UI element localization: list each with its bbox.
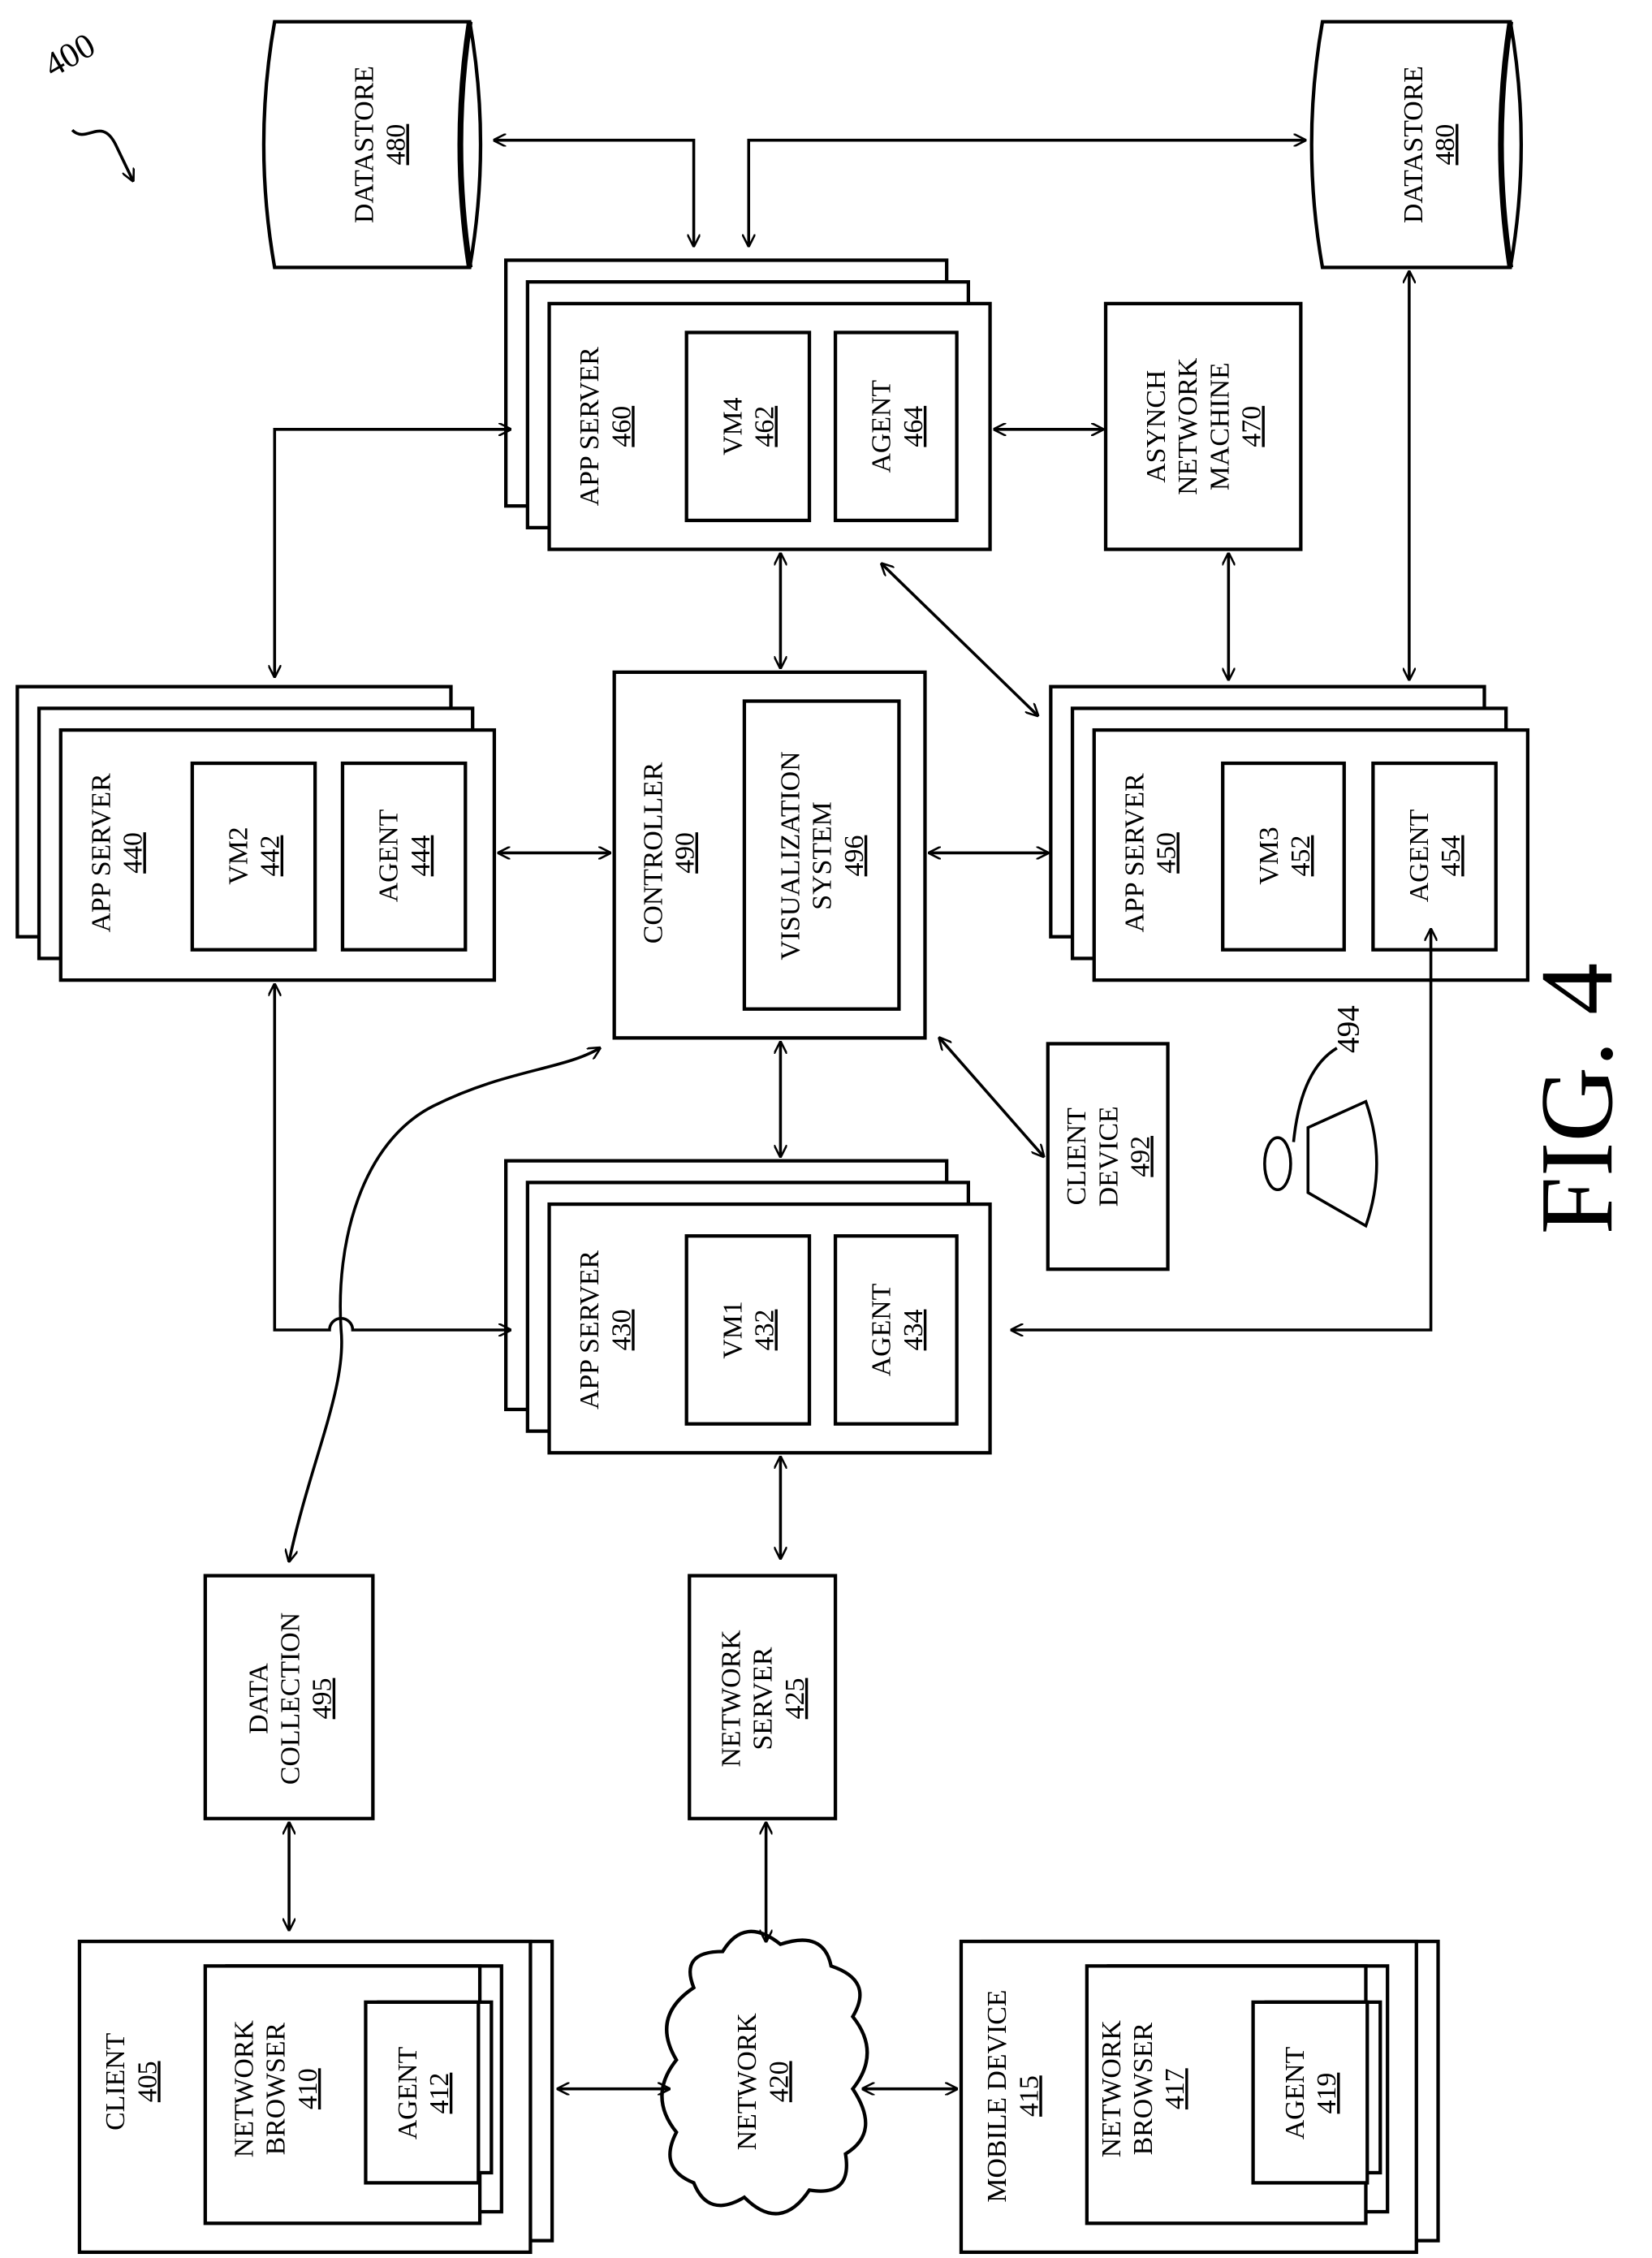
client-405: CLIENT405 NETWORKBROWSER410 AGENT412 <box>80 1941 552 2252</box>
agent-454: AGENT454 <box>1373 763 1495 950</box>
agent-419: AGENT419 <box>1253 2002 1381 2183</box>
figure-reference: 400 <box>37 26 132 180</box>
vm3-452: VM3452 <box>1223 763 1344 950</box>
figure-label: FIG. 4 <box>1519 963 1634 1235</box>
app-server-440: APP SERVER440 VM2442 AGENT444 <box>17 687 494 980</box>
arrow-datastore-left-app460 <box>494 140 694 246</box>
vm4-462: VM4462 <box>687 332 809 520</box>
vm2-442: VM2442 <box>192 763 315 950</box>
datastore-480-left: DATASTORE480 <box>264 22 481 268</box>
agent-464: AGENT464 <box>835 332 957 520</box>
data-collection-495: DATACOLLECTION495 <box>205 1576 373 1819</box>
asynch-network-machine-470: ASYNCHNETWORKMACHINE470 <box>1106 304 1300 550</box>
agent-434: AGENT434 <box>835 1236 957 1423</box>
arrow-app460-datastore-right <box>748 140 1305 246</box>
svg-text:400: 400 <box>37 26 101 85</box>
user-494: 494 <box>1265 1005 1377 1226</box>
datastore-480-right: DATASTORE480 <box>1312 22 1521 268</box>
svg-text:494: 494 <box>1331 1005 1366 1053</box>
arrow-app440-app430 <box>274 984 510 1330</box>
mobile-device-415: MOBILE DEVICE415 NETWORKBROWSER417 AGENT… <box>961 1941 1438 2252</box>
visualization-system-496: VISUALIZATIONSYSTEM496 <box>744 702 899 1009</box>
app-server-430: APP SERVER430 VM1432 AGENT434 <box>506 1161 990 1453</box>
controller-490: CONTROLLER490 VISUALIZATIONSYSTEM496 <box>615 672 925 1038</box>
arrow-controller-client-device <box>939 1038 1043 1156</box>
app-server-460: APP SERVER460 VM4462 AGENT464 <box>506 260 990 549</box>
app-server-450: APP SERVER450 VM3452 AGENT454 <box>1050 687 1528 980</box>
arrow-app440-app460 <box>274 430 510 676</box>
agent-444: AGENT444 <box>343 763 465 950</box>
network-420-cloud: NETWORK420 <box>662 1932 867 2214</box>
agent-412: AGENT412 <box>365 2002 491 2183</box>
network-server-425: NETWORKSERVER425 <box>689 1576 835 1819</box>
vm1-432: VM1432 <box>687 1236 809 1423</box>
client-device-492: CLIENTDEVICE492 <box>1048 1043 1168 1269</box>
